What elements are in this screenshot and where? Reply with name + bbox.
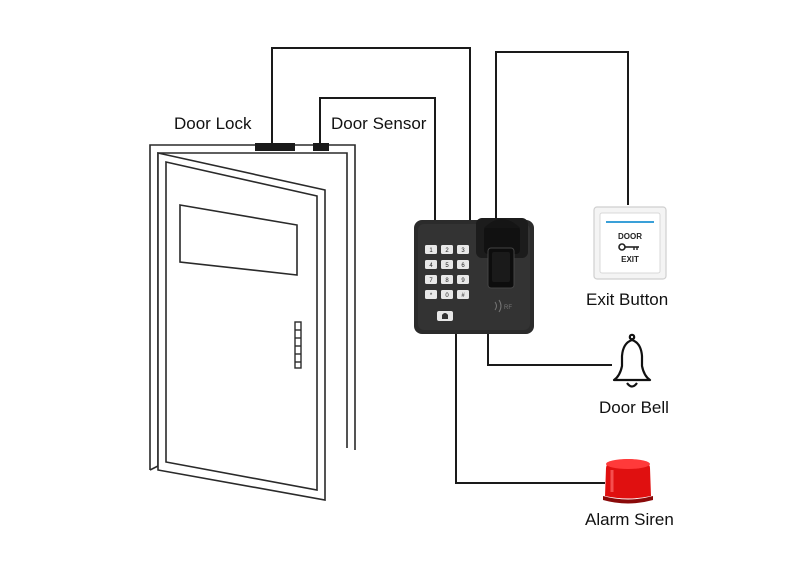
door-sensor-device (313, 143, 329, 151)
svg-text:RF: RF (504, 305, 512, 311)
keypad: 1 2 3 4 5 6 7 8 9 * 0 # (425, 245, 469, 299)
rfid-icon: RF (494, 299, 512, 313)
keypad-key-label: 5 (445, 263, 449, 269)
fingerprint-reader: 1 2 3 4 5 6 7 8 9 * 0 # RF (414, 218, 534, 334)
keypad-key-label: 8 (445, 278, 449, 284)
keypad-key-label: 9 (461, 278, 465, 284)
keypad-key (457, 275, 469, 284)
keypad-key-label: # (461, 293, 465, 299)
keypad-key (425, 275, 437, 284)
keypad-key (425, 260, 437, 269)
keypad-key (457, 245, 469, 254)
keypad-key-label: 3 (461, 248, 465, 254)
keypad-key-label: 0 (445, 293, 449, 299)
alarm-siren-icon (603, 459, 653, 504)
keypad-key-label: 7 (429, 278, 433, 284)
keypad-key-label: 1 (429, 248, 433, 254)
bell-key-icon (442, 313, 448, 319)
exit-button-device: DOOR EXIT (593, 206, 667, 280)
door-window (179, 204, 298, 276)
exit-button-label: Exit Button (586, 290, 669, 309)
wire-door-bell (487, 332, 612, 366)
key-icon (618, 243, 639, 251)
door-sensor-label: Door Sensor (331, 114, 427, 133)
door-bell-icon (612, 333, 652, 388)
keypad-key-label: 4 (429, 263, 433, 269)
wire-door-lock (271, 47, 471, 220)
door-bell-label: Door Bell (599, 398, 669, 417)
exit-plate-line2: EXIT (621, 255, 639, 264)
keypad-key (441, 260, 453, 269)
door-lock-label: Door Lock (174, 114, 252, 133)
keypad-key (457, 290, 469, 299)
door-handle (294, 321, 302, 369)
keypad-key (441, 275, 453, 284)
keypad-key (425, 290, 437, 299)
keypad-key (441, 245, 453, 254)
exit-plate-line1: DOOR (618, 232, 642, 241)
wire-exit-button (495, 51, 629, 220)
keypad-key-label: 2 (445, 248, 449, 254)
alarm-siren-label: Alarm Siren (585, 510, 674, 529)
keypad-key (457, 260, 469, 269)
door-leaf (157, 152, 326, 501)
keypad-key-label: * (430, 293, 433, 299)
keypad-key-label: 6 (461, 263, 465, 269)
wire-door-sensor (319, 97, 436, 222)
keypad-key (425, 245, 437, 254)
keypad-key (441, 290, 453, 299)
door-lock-device (255, 143, 295, 151)
wires (271, 47, 629, 484)
wire-alarm-siren (455, 332, 605, 484)
